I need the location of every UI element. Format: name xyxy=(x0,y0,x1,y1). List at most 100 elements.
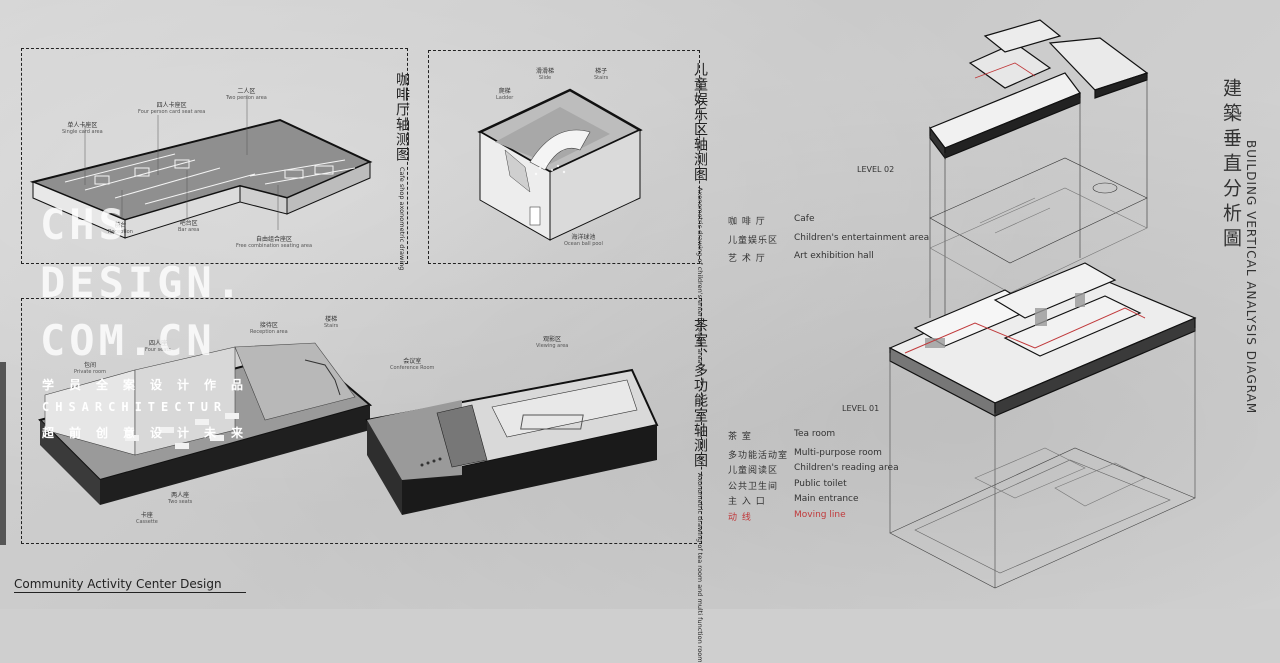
label-en: Slide xyxy=(538,75,552,81)
label-en: Two person area xyxy=(226,95,267,101)
legend-item: 咖 啡 厅 Cafe xyxy=(728,214,929,233)
label-en: Bar area xyxy=(178,227,200,233)
legend-en: Public toilet xyxy=(794,478,847,489)
label-cn: 四人座 xyxy=(148,340,167,347)
kids-panel xyxy=(428,50,700,264)
legend-cn: 动 线 xyxy=(728,512,752,523)
tea-panel-title: 茶室、多功能室轴测图 Axonometric drawing of tea ro… xyxy=(690,318,710,663)
watermark-sub-2: CHSARCHITECTUR xyxy=(42,400,228,414)
legend-cn: 儿童娱乐区 xyxy=(728,235,779,246)
label-en: Four seats xyxy=(145,347,171,353)
legend-cn: 多功能活动室 xyxy=(728,450,789,461)
legend-en: Moving line xyxy=(794,509,846,520)
watermark-line-2: DESIGN. xyxy=(40,258,246,307)
legend-en: Cafe xyxy=(794,214,815,224)
label-cn: 单人卡座区 xyxy=(67,122,98,129)
upper-level-block xyxy=(929,19,1149,160)
label-en: Reception area xyxy=(250,329,288,335)
lower-level-block xyxy=(888,262,1197,417)
label-cn: 前台 xyxy=(114,222,127,229)
cafe-title-cn: 咖啡厅轴测图 xyxy=(394,72,410,162)
label-en: Conference Room xyxy=(390,365,435,371)
label-cn: 观影区 xyxy=(543,336,562,343)
tea-room-axonometric-drawing xyxy=(38,342,373,505)
label-en: Reception xyxy=(108,229,133,235)
tea-panel xyxy=(21,298,702,544)
label-cn: 卡座 xyxy=(140,512,153,519)
exploded-building-diagram xyxy=(888,19,1197,589)
label-cn: 吧台区 xyxy=(179,220,198,227)
cafe-axonometric-drawing xyxy=(29,95,373,239)
watermark-logo: CHS DESIGN. COM.CN xyxy=(40,196,245,370)
legend-en: Multi-purpose room xyxy=(794,447,882,458)
legend-en: Main entrance xyxy=(794,494,859,504)
label-en: Two seats xyxy=(168,499,193,505)
label-cn: 滑滑梯 xyxy=(536,68,555,75)
legend-cn: 儿童阅读区 xyxy=(728,466,779,476)
legend-cn: 茶 室 xyxy=(728,432,752,442)
legend-item: 艺 术 厅 Art exhibition hall xyxy=(728,251,929,270)
legend-item: 茶 室 Tea room xyxy=(728,429,899,448)
label-en: Viewing area xyxy=(536,343,569,349)
legend-item: 公共卫生间 Public toilet xyxy=(728,479,899,495)
multifunction-room-axonometric-drawing xyxy=(365,368,659,515)
label-en: Stairs xyxy=(324,323,339,329)
watermark-sub-3: 超前创意设计未来 xyxy=(42,426,259,440)
legend-cn: 咖 啡 厅 xyxy=(728,217,766,227)
label-en: Free combination seating area xyxy=(236,243,313,249)
legend-en: Tea room xyxy=(794,429,836,439)
kids-title-en: Axonometric drawing of children's entert… xyxy=(696,187,704,364)
footer-title: Community Activity Center Design xyxy=(14,577,222,591)
legend-level-02: 咖 啡 厅 Cafe 儿童娱乐区 Children's entertainment … xyxy=(728,214,929,270)
legend-cn: 艺 术 厅 xyxy=(728,254,766,264)
diagram-title-en: BUILDING VERTICAL ANALYSIS DIAGRAM xyxy=(1244,140,1258,415)
label-cn: 二人区 xyxy=(237,88,256,95)
watermark-line-3: COM.CN xyxy=(40,316,216,365)
kids-panel-title: 儿童娱乐区轴测图 Axonometric drawing of children… xyxy=(690,62,710,364)
diagram-title-cn: 建築垂直分析圖 xyxy=(1220,78,1242,253)
level-01-label: LEVEL 01 xyxy=(842,404,880,413)
legend-en: Children's reading area xyxy=(794,463,899,473)
label-cn: 爬梯 xyxy=(498,88,511,95)
label-cn: 接待区 xyxy=(259,322,278,329)
left-accent-bar xyxy=(0,362,6,545)
label-cn: 自由组合座区 xyxy=(256,236,293,243)
legend-item: 儿童阅读区 Children's reading area xyxy=(728,463,899,479)
legend-item-moving-line: 动 线 Moving line xyxy=(728,510,899,526)
cafe-panel xyxy=(21,48,408,264)
tea-title-cn: 茶室、多功能室轴测图 xyxy=(692,318,708,468)
legend-en: Art exhibition hall xyxy=(794,251,874,261)
label-en: Cassette xyxy=(136,519,158,525)
label-cn: 楼梯 xyxy=(325,316,338,323)
legend-en: Children's entertainment area xyxy=(794,232,930,243)
label-en: Single card area xyxy=(62,129,103,135)
legend-cn: 公共卫生间 xyxy=(728,481,779,492)
level-02-label: LEVEL 02 xyxy=(857,165,895,174)
label-cn: 包间 xyxy=(83,362,96,369)
kids-axonometric-drawing xyxy=(477,88,643,241)
label-en: Stairs xyxy=(594,75,609,81)
legend-item: 多功能活动室 Multi-purpose room xyxy=(728,448,899,464)
cafe-panel-title: 咖啡厅轴测图 Cafe shop axonometric drawing xyxy=(392,72,412,271)
footer-underline xyxy=(14,592,246,593)
label-cn: 海洋球池 xyxy=(571,234,596,241)
legend-level-01: 茶 室 Tea room 多功能活动室 Multi-purpose room 儿童阅… xyxy=(728,429,899,525)
tea-title-en: Axonometric drawing of tea room and mult… xyxy=(696,473,704,663)
label-en: Ladder xyxy=(496,95,514,101)
